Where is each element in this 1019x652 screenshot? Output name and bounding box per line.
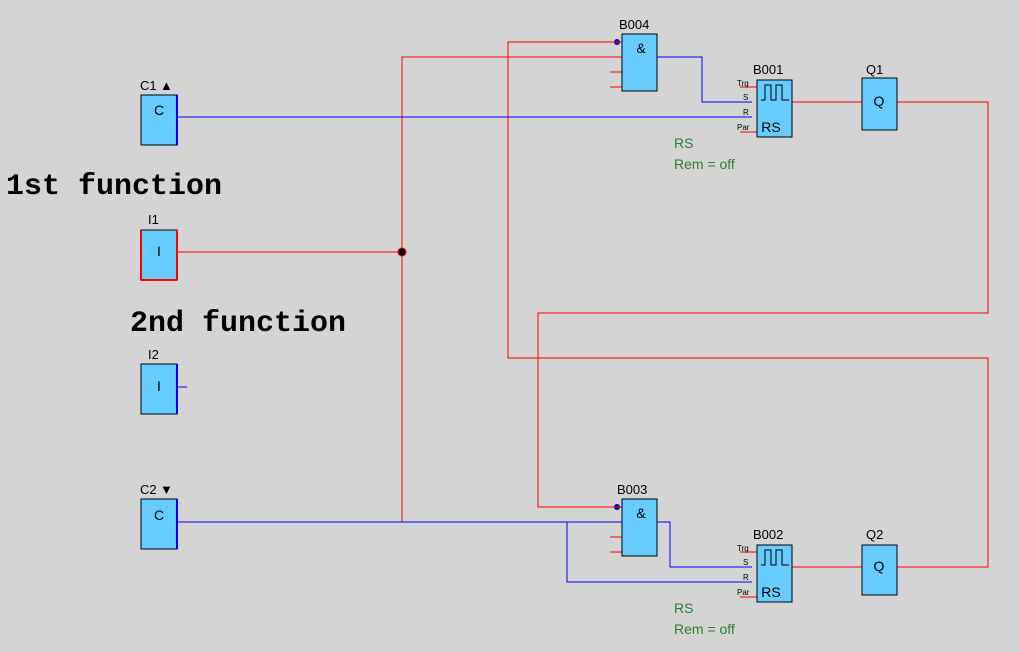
block-b001-body[interactable] [756, 79, 793, 138]
pin-r: R [743, 573, 749, 582]
pulse-icon [761, 84, 789, 101]
pin-trg: Trg [737, 79, 749, 88]
block-i2-title: I2 [148, 347, 159, 362]
block-c2-glyph: C [154, 507, 164, 523]
junction-dot[interactable] [397, 247, 407, 257]
wire-junction-to-b004[interactable] [401, 56, 622, 252]
block-c2[interactable]: C2 ▼ C [140, 482, 178, 550]
block-b002-body[interactable] [756, 544, 793, 603]
block-b002-param-rem: Rem = off [674, 621, 735, 637]
label-second-function: 2nd function [130, 307, 346, 341]
wire-b003-to-b002-s[interactable] [657, 521, 752, 568]
block-b002-param-mode: RS [674, 600, 693, 616]
pin-par: Par [737, 123, 750, 132]
wires [177, 41, 989, 583]
block-b001-param-mode: RS [674, 135, 693, 151]
pin-par: Par [737, 588, 750, 597]
block-q1[interactable]: Q1 Q [861, 62, 898, 131]
wire-b004-to-b001-s[interactable] [657, 56, 752, 103]
pin-s: S [743, 93, 748, 102]
block-b001[interactable]: B001 Trg S R Par RS RS Rem = off [674, 62, 793, 172]
block-b004-title: B004 [619, 17, 649, 32]
block-c1[interactable]: C1 ▲ C [140, 78, 178, 146]
wire-q1-feedback[interactable] [537, 101, 989, 508]
block-b001-glyph: RS [761, 119, 780, 135]
arrow-down-icon: ▼ [160, 482, 173, 497]
block-c1-title: C1 [140, 78, 157, 93]
block-b002-title: B002 [753, 527, 783, 542]
block-q2-body[interactable] [861, 544, 898, 596]
block-b004[interactable]: B004 & [610, 17, 658, 92]
block-i1-title: I1 [148, 212, 159, 227]
arrow-up-icon: ▲ [160, 78, 173, 93]
pin-r: R [743, 108, 749, 117]
block-q2-glyph: Q [874, 558, 885, 574]
block-q2-title: Q2 [866, 527, 883, 542]
block-b003[interactable]: B003 & [610, 482, 658, 557]
wire-junction-to-b003[interactable] [401, 252, 622, 523]
block-c1-body[interactable] [140, 94, 178, 146]
block-c1-glyph: C [154, 102, 164, 118]
block-q1-title: Q1 [866, 62, 883, 77]
pin-trg: Trg [737, 544, 749, 553]
block-b003-glyph: & [636, 505, 646, 521]
block-i2[interactable]: I2 I [140, 347, 178, 415]
block-q2[interactable]: Q2 Q [861, 527, 898, 596]
block-c2-title: C2 [140, 482, 157, 497]
block-b003-title: B003 [617, 482, 647, 497]
block-b002[interactable]: B002 Trg S R Par RS RS Rem = off [674, 527, 793, 637]
block-b001-title: B001 [753, 62, 783, 77]
pulse-icon [761, 549, 789, 566]
block-b003-body[interactable] [621, 498, 658, 557]
block-b001-param-rem: Rem = off [674, 156, 735, 172]
block-i1[interactable]: I1 I [140, 212, 178, 281]
block-q1-body[interactable] [861, 77, 898, 131]
label-first-function: 1st function [6, 170, 222, 204]
block-b004-glyph: & [636, 40, 646, 56]
block-i1-glyph: I [157, 243, 161, 259]
block-q1-glyph: Q [874, 93, 885, 109]
wire-q2-feedback[interactable] [507, 41, 989, 568]
wire-c2-to-b002-r[interactable] [566, 522, 752, 583]
block-b002-glyph: RS [761, 584, 780, 600]
block-i2-glyph: I [157, 378, 161, 394]
block-b004-body[interactable] [621, 33, 658, 92]
pin-s: S [743, 558, 748, 567]
